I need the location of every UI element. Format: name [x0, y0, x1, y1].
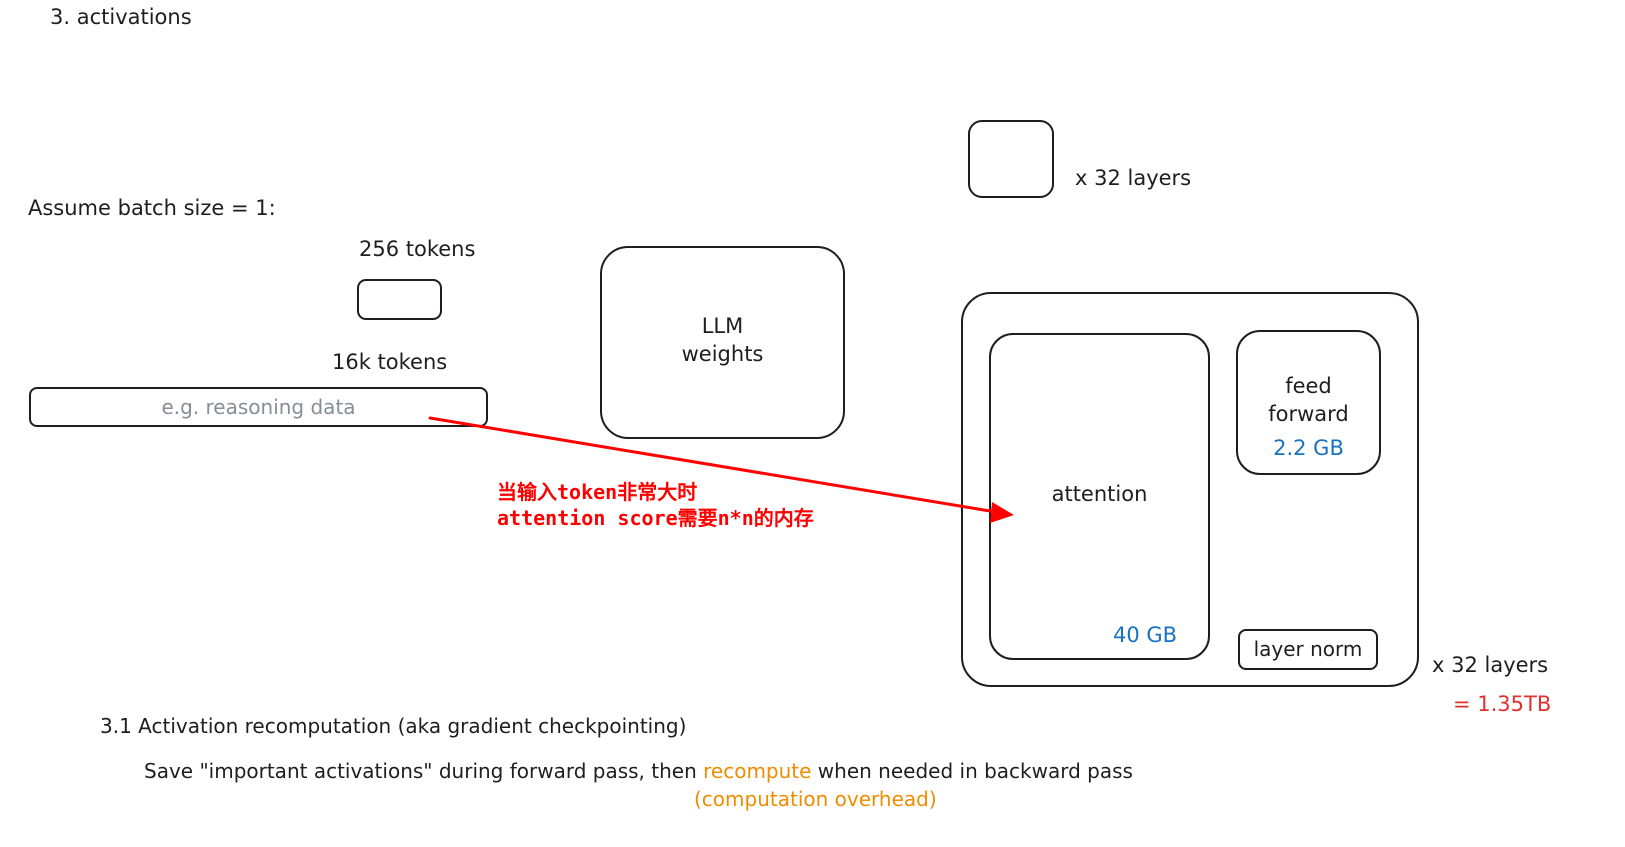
layer-norm-label: layer norm	[1253, 637, 1363, 661]
layer-stack-icon-box	[968, 120, 1054, 198]
large-input-box	[29, 387, 488, 427]
feed-forward-label-line2: forward	[1268, 402, 1349, 426]
large-input-label: 16k tokens	[332, 350, 448, 374]
subsection-title: 3.1 Activation recomputation (aka gradie…	[100, 714, 687, 738]
large-input-placeholder: e.g. reasoning data	[161, 395, 356, 419]
attention-label: attention	[1051, 482, 1148, 506]
feed-forward-box	[1236, 330, 1381, 475]
small-input-label: 256 tokens	[359, 237, 476, 261]
computation-overhead-note: (computation overhead)	[694, 787, 937, 811]
recompute-highlight: recompute	[703, 759, 812, 783]
batch-size-assumption: Assume batch size = 1:	[28, 196, 276, 220]
llm-weights-box	[600, 246, 845, 439]
layer-norm-box	[1238, 629, 1378, 670]
attention-box	[989, 333, 1210, 660]
transformer-layer-box	[961, 292, 1419, 687]
llm-weights-label-line2: weights	[681, 342, 764, 366]
feed-forward-label-line1: feed	[1285, 374, 1332, 398]
small-input-box	[357, 279, 442, 320]
section-title: 3. activations	[50, 5, 192, 29]
layer-stack-top-label: x 32 layers	[1075, 166, 1192, 190]
description-part1: Save "important activations" during forw…	[144, 759, 704, 783]
subsection-description: Save "important activations" during forw…	[144, 759, 1133, 783]
attention-memory-annotation-line2: attention score需要n*n的内存	[497, 506, 814, 530]
attention-size: 40 GB	[1113, 623, 1178, 647]
total-activation-memory: = 1.35TB	[1453, 692, 1552, 716]
description-part2: when needed in backward pass	[811, 759, 1133, 783]
attention-memory-annotation-line1: 当输入token非常大时	[497, 480, 698, 504]
feed-forward-size: 2.2 GB	[1273, 436, 1344, 460]
llm-weights-label-line1: LLM	[701, 314, 744, 338]
layer-repeat-label: x 32 layers	[1432, 653, 1549, 677]
